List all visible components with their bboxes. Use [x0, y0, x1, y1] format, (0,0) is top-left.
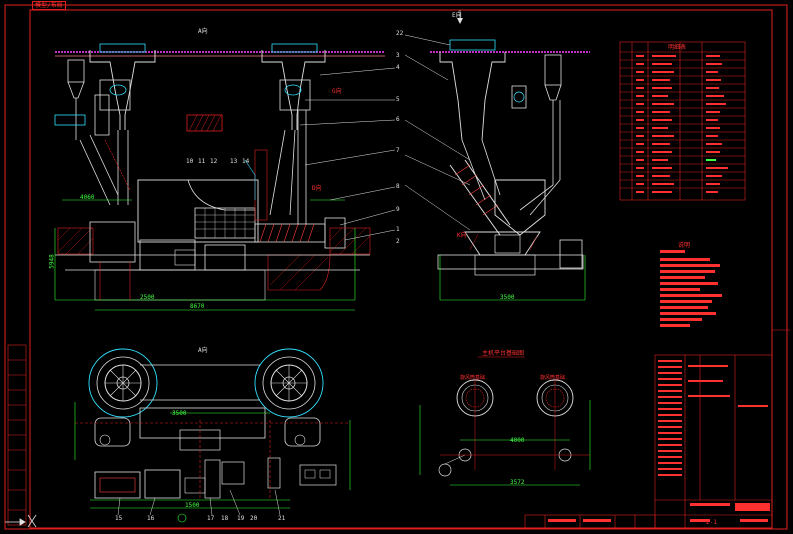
title-block — [524, 354, 773, 529]
dim-side-width: 3500 — [500, 294, 515, 301]
balloon-22: 22 — [396, 30, 404, 37]
part-label-15: 15 — [115, 515, 123, 522]
balloon-5: 5 — [396, 96, 400, 103]
d-view-label: D向 — [312, 185, 322, 192]
part-label-14: 14 — [242, 158, 250, 165]
balloon-9: 9 — [396, 206, 400, 213]
dim-foundation-width: 4000 — [510, 437, 525, 444]
part-label-12: 12 — [210, 158, 218, 165]
k-view-label: K向 — [457, 232, 467, 239]
balloon-4: 4 — [396, 64, 400, 71]
part-label-17: 17 — [207, 515, 215, 522]
balloon-6: 6 — [396, 116, 400, 123]
dim-front-left: 4060 — [80, 194, 95, 201]
parts-table — [619, 41, 746, 201]
parts-table-text — [636, 55, 728, 193]
outer-border — [4, 4, 788, 530]
part-label-18: 18 — [221, 515, 229, 522]
part-label-20: 20 — [250, 515, 258, 522]
front-view — [54, 43, 396, 311]
side-view — [404, 10, 590, 301]
part-label-10: 10 — [186, 158, 194, 165]
foundation-circle-left-label: 旋风筒基础 — [460, 375, 486, 381]
ucs-icon — [5, 514, 37, 528]
front-view-label: A向 — [198, 28, 208, 35]
foundation-circle-right-label: 旋风筒基础 — [540, 375, 566, 381]
layout-tab[interactable]: 模型/布局 — [32, 1, 66, 10]
title-block-text — [548, 360, 770, 522]
part-label-16: 16 — [147, 515, 155, 522]
balloon-2: 2 — [396, 238, 400, 245]
balloon-7: 7 — [396, 147, 400, 154]
left-margin-zones — [7, 344, 27, 526]
dim-plan-width: 3500 — [172, 410, 187, 417]
part-label-19: 19 — [237, 515, 245, 522]
part-label-21: 21 — [278, 515, 286, 522]
inner-border — [29, 9, 773, 529]
title-block-drawing-no: Z-1 — [706, 519, 717, 526]
notes-title: 说明 — [678, 242, 691, 249]
part-label-11: 11 — [198, 158, 206, 165]
g-view-label: G向 — [332, 88, 342, 95]
foundation-view — [419, 379, 591, 486]
foundation-view-title: 主机平台基础图 — [482, 350, 525, 357]
dim-plan-width2: 1500 — [185, 502, 200, 509]
notes-block — [660, 250, 722, 327]
dim-foundation-width2: 3572 — [510, 479, 525, 486]
plan-view-label: A向 — [198, 347, 208, 354]
balloon-3: 3 — [396, 52, 400, 59]
balloon-8: 8 — [396, 183, 400, 190]
side-view-label: E向 — [452, 12, 462, 19]
dim-front-mid: 2500 — [140, 294, 155, 301]
balloon-1: 1 — [396, 226, 400, 233]
dim-front-total: 8670 — [190, 303, 205, 310]
part-label-13: 13 — [230, 158, 238, 165]
dim-front-height: 5948 — [48, 254, 56, 269]
parts-table-title: 明细表 — [668, 44, 687, 51]
plan-view — [74, 348, 351, 523]
